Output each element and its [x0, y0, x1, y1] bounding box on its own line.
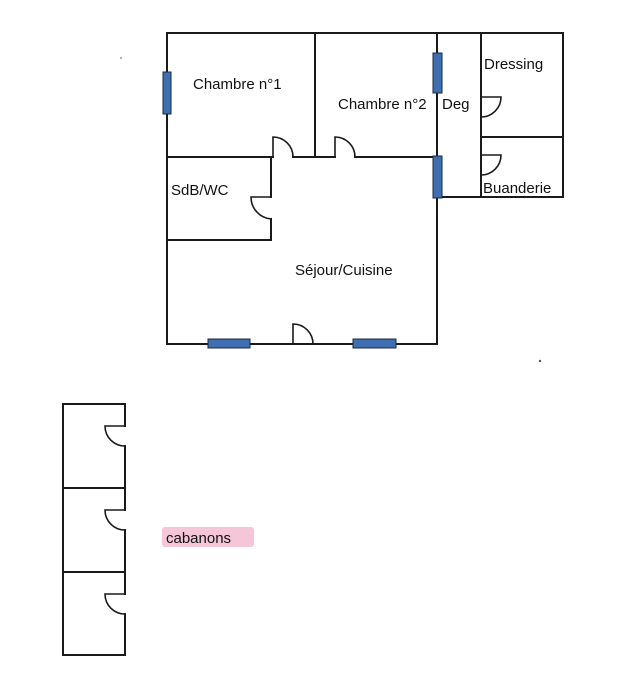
- door-cabanon-2: [104, 509, 126, 531]
- door-buanderie: [480, 154, 502, 176]
- door-sdb: [250, 196, 272, 220]
- label-sejour: Séjour/Cuisine: [295, 262, 393, 279]
- door-entrance: [292, 323, 314, 345]
- cabanons-label-highlight: [162, 527, 254, 547]
- scan-speck: [538, 359, 542, 363]
- label-chambre2: Chambre n°2: [338, 96, 427, 113]
- window-deg: [432, 155, 443, 199]
- door-chambre1: [272, 136, 294, 158]
- label-chambre1: Chambre n°1: [193, 76, 282, 93]
- label-buanderie: Buanderie: [483, 180, 551, 197]
- door-cabanon-3: [104, 593, 126, 615]
- cabanons-block: cabanons: [62, 403, 254, 656]
- window-sejour-right: [352, 338, 397, 349]
- window-sejour-left: [207, 338, 251, 349]
- label-sdb: SdB/WC: [171, 182, 229, 199]
- window-chambre1: [162, 71, 172, 115]
- door-cabanon-1: [104, 425, 126, 447]
- cabanons-outer-wall: [62, 403, 126, 656]
- label-dressing: Dressing: [484, 56, 543, 73]
- window-chambre2: [432, 52, 443, 94]
- scan-speck: [120, 57, 122, 59]
- label-cabanons: cabanons: [166, 530, 231, 547]
- main-house: Chambre n°1 Chambre n°2 Deg Dressing SdB…: [162, 32, 564, 349]
- label-deg: Deg: [442, 96, 470, 113]
- door-chambre2: [334, 136, 356, 158]
- door-dressing: [480, 96, 502, 118]
